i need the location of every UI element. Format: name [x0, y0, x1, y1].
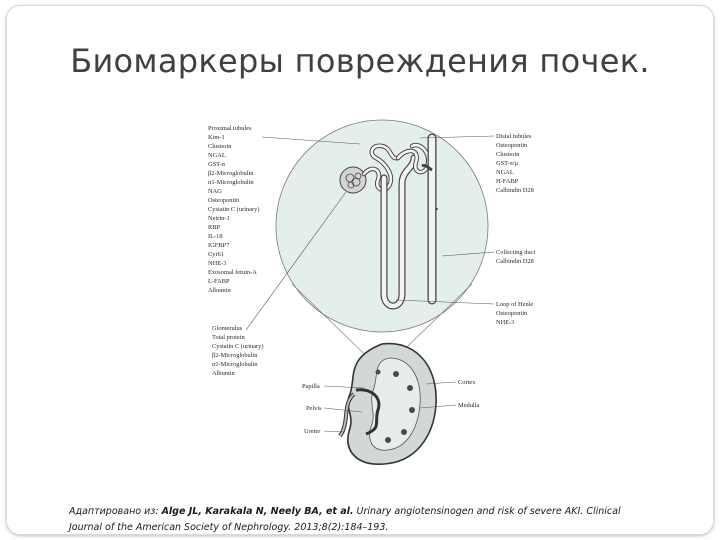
- proximal-label: Cyr61: [208, 251, 224, 258]
- distal-label: H-FABP: [496, 178, 519, 185]
- distal-label: NGAL: [496, 169, 514, 176]
- citation-prefix: Адаптировано из:: [69, 506, 162, 517]
- collecting-duct-label: Calbindin D28: [496, 258, 534, 265]
- citation: Адаптировано из: Alge JL, Karakala N, Ne…: [69, 504, 669, 536]
- citation-journal: Journal of the American Society of Nephr…: [69, 522, 389, 533]
- proximal-label: Netrin-1: [208, 215, 230, 222]
- proximal-label: RBP: [208, 224, 221, 231]
- slide-title: Биомаркеры повреждения почек.: [70, 42, 650, 80]
- pointer-glomerulus: [245, 191, 347, 331]
- citation-authors: Alge JL, Karakala N, Neely BA, et al.: [161, 506, 354, 517]
- glomerulus-label: β2-Microglobulin: [212, 352, 258, 359]
- proximal-label: Clusterin: [208, 143, 232, 150]
- glomerulus-label-list: Glomerulus Total protein Cystatin C (uri…: [212, 324, 263, 378]
- pointer-pelvis: [323, 407, 363, 413]
- proximal-label: NHE-3: [208, 260, 227, 267]
- pointer-ureter: [323, 430, 345, 433]
- proximal-label: GST-α: [208, 161, 225, 168]
- loop-of-henle-lumen: [381, 155, 417, 309]
- distal-label: Clusterin: [496, 151, 520, 158]
- pointer-cortex: [425, 381, 457, 385]
- proximal-label: Proximal tubules: [208, 125, 252, 132]
- pointer-distal: [419, 135, 495, 139]
- proximal-label: β2-Microglobulin: [208, 170, 254, 177]
- distal-tubule-lumen: [396, 143, 430, 174]
- distal-label: Calbindin D28: [496, 187, 534, 194]
- pointer-proximal: [261, 136, 361, 145]
- proximal-label: Exosomal fetuin-A: [208, 269, 257, 276]
- kidney-graphic: [338, 342, 437, 465]
- distal-label: Osteopontin: [496, 142, 528, 149]
- proximal-label: L-FABP: [208, 278, 230, 285]
- glomerulus-label: Cystatin C (urinary): [212, 343, 264, 350]
- proximal-label: Albumin: [208, 287, 231, 294]
- proximal-tubule-lumen: [362, 144, 400, 192]
- loop-of-henle-label: Loop of Henle: [496, 301, 534, 308]
- citation-title: Urinary angiotensinogen and risk of seve…: [353, 506, 621, 517]
- distal-tubules-label-list: Distal tubules Osteopontin Clusterin GST…: [496, 132, 534, 195]
- pelvis-label: Pelvis: [306, 405, 322, 412]
- pointer-papilla: [323, 385, 365, 389]
- nephron-kidney-diagram: Proximal tubules Kim-1 Clusterin NGAL GS…: [206, 118, 536, 488]
- distal-label: Distal tubules: [496, 133, 532, 140]
- distal-label: GST-π/μ: [496, 160, 519, 167]
- pointer-loop-of-henle: [395, 299, 495, 305]
- glomerulus-graphic: [339, 166, 367, 194]
- cortex-label: Cortex: [458, 379, 476, 386]
- proximal-label: IGFBP7: [208, 242, 230, 249]
- papilla-label: Papilla: [302, 383, 320, 390]
- proximal-tubules-label-list: Proximal tubules Kim-1 Clusterin NGAL GS…: [208, 124, 259, 295]
- diagram-graphic: [245, 119, 495, 465]
- proximal-label: α1-Microglobulin: [208, 179, 254, 186]
- pointer-medulla: [419, 404, 457, 409]
- loop-of-henle-label: NHE-3: [496, 319, 515, 326]
- proximal-label: Cystatin C (urinary): [208, 206, 260, 213]
- glomerulus-label: Glomerulus: [212, 325, 243, 332]
- ureter-label: Ureter: [304, 428, 321, 435]
- collecting-duct-label-list: Collecting duct Calbindin D28: [496, 248, 535, 266]
- proximal-label: IL-18: [208, 233, 223, 240]
- loop-of-henle-label-list: Loop of Henle Osteopontin NHE-3: [496, 300, 533, 327]
- glomerulus-label: α1-Microglobulin: [212, 361, 258, 368]
- medulla-label: Medulla: [458, 402, 480, 409]
- collecting-duct-label: Collecting duct: [496, 249, 536, 256]
- loop-of-henle-label: Osteopontin: [496, 310, 528, 317]
- proximal-label: Kim-1: [208, 134, 225, 141]
- slide-frame: [6, 5, 714, 535]
- glomerulus-label: Total protein: [212, 334, 245, 341]
- pointer-collecting-duct: [441, 251, 495, 257]
- connecting-tubule: [421, 164, 433, 172]
- proximal-label: NGAL: [208, 152, 226, 159]
- proximal-label: Osteopontin: [208, 197, 240, 204]
- glomerulus-label: Albumin: [212, 370, 235, 377]
- renal-pelvis-graphic: [355, 388, 381, 436]
- proximal-label: NAG: [208, 188, 222, 195]
